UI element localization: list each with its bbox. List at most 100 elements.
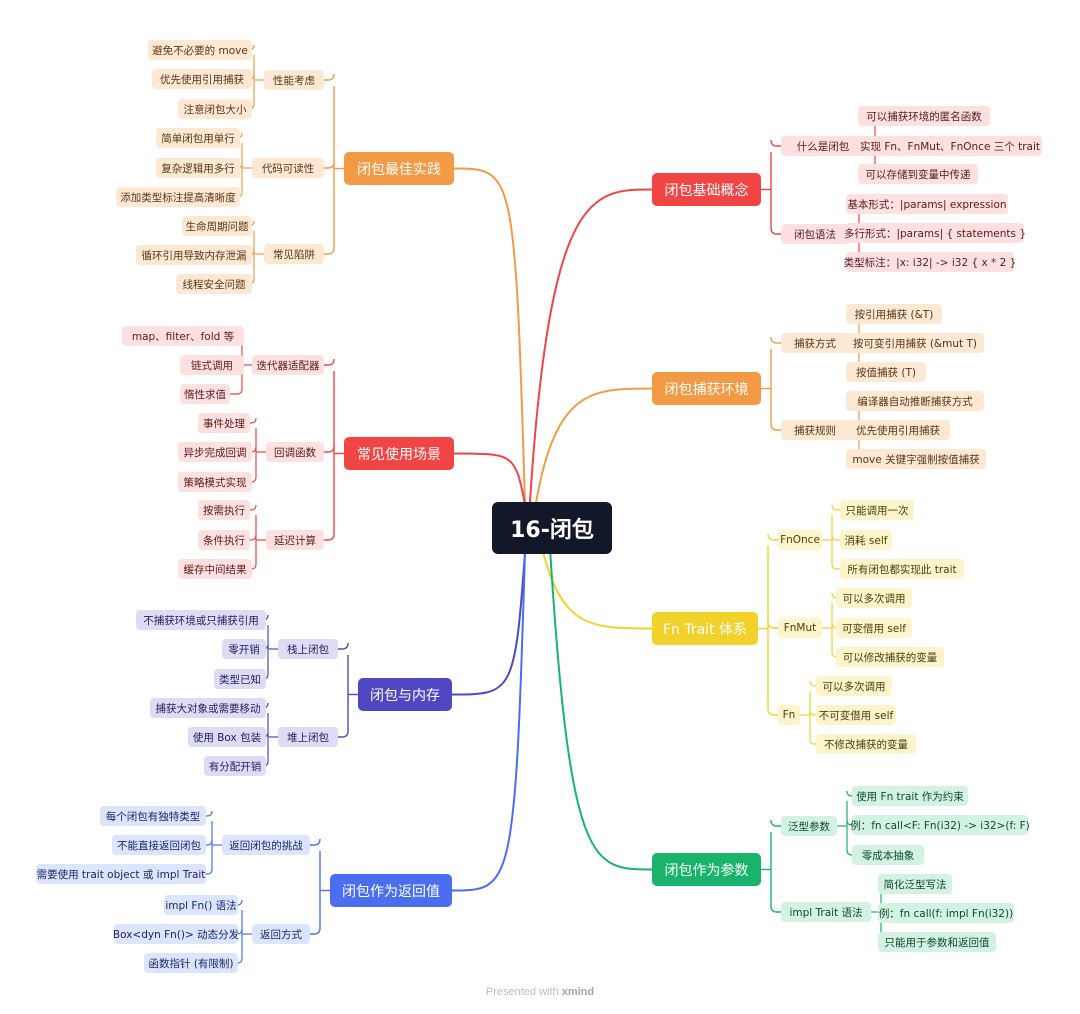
leaf-usage-1-0[interactable]: 事件处理 <box>198 413 250 433</box>
leaf-basic-0-0[interactable]: 可以捕获环境的匿名函数 <box>858 106 990 126</box>
sub-basic-0[interactable]: 什么是闭包 <box>781 136 865 156</box>
leaf-usage-1-2[interactable]: 策略模式实现 <box>178 472 252 492</box>
footer-prefix: Presented with <box>485 986 562 998</box>
leaf-fntrait-1-0[interactable]: 可以多次调用 <box>836 588 912 608</box>
leaf-best-0-2[interactable]: 注意闭包大小 <box>178 99 252 119</box>
sub-best-2[interactable]: 常见陷阱 <box>264 244 324 264</box>
branch-best[interactable]: 闭包最佳实践 <box>344 152 454 185</box>
leaf-usage-1-1[interactable]: 异步完成回调 <box>178 442 252 462</box>
leaf-ret-1-2[interactable]: 函数指针 (有限制) <box>144 953 238 973</box>
leaf-usage-0-1[interactable]: 链式调用 <box>180 355 244 375</box>
leaf-usage-2-0[interactable]: 按需执行 <box>198 500 250 520</box>
leaf-memory-1-2[interactable]: 有分配开销 <box>204 756 266 776</box>
connector <box>451 551 526 696</box>
sub-param-0[interactable]: 泛型参数 <box>781 816 837 836</box>
leaf-memory-0-2[interactable]: 类型已知 <box>214 669 266 689</box>
sub-param-1[interactable]: impl Trait 语法 <box>781 902 871 922</box>
sub-fntrait-0[interactable]: FnOnce <box>778 530 822 550</box>
sub-fntrait-1[interactable]: FnMut <box>778 618 822 638</box>
sub-capture-0[interactable]: 捕获方式 <box>781 333 849 353</box>
leaf-fntrait-2-2[interactable]: 不修改捕获的变量 <box>816 734 916 754</box>
sub-usage-0[interactable]: 迭代器适配器 <box>252 355 324 375</box>
sub-memory-1[interactable]: 堆上闭包 <box>278 727 338 747</box>
leaf-ret-1-1[interactable]: Box<dyn Fn()> 动态分发 <box>113 924 239 944</box>
leaf-usage-0-2[interactable]: 惰性求值 <box>180 384 230 404</box>
leaf-capture-1-0[interactable]: 编译器自动推断捕获方式 <box>846 391 984 411</box>
leaf-basic-1-1[interactable]: 多行形式：|params| { statements } <box>844 223 1026 243</box>
leaf-fntrait-1-2[interactable]: 可以修改捕获的变量 <box>836 647 944 667</box>
branch-param[interactable]: 闭包作为参数 <box>652 853 761 886</box>
leaf-param-0-1[interactable]: 例：fn call<F: Fn(i32) -> i32>(f: F) <box>850 815 1030 835</box>
leaf-fntrait-2-1[interactable]: 不可变借用 self <box>816 705 896 725</box>
branch-fntrait[interactable]: Fn Trait 体系 <box>652 612 758 645</box>
leaf-param-1-0[interactable]: 简化泛型写法 <box>878 874 952 894</box>
leaf-param-1-1[interactable]: 例：fn call(f: impl Fn(i32)) <box>878 903 1014 923</box>
leaf-param-0-2[interactable]: 零成本抽象 <box>852 845 924 865</box>
leaf-usage-2-2[interactable]: 缓存中间结果 <box>178 559 252 579</box>
connector <box>809 680 816 687</box>
connector <box>206 868 213 875</box>
connector <box>770 227 781 235</box>
connector <box>831 563 840 570</box>
leaf-basic-0-1[interactable]: 实现 Fn、FnMut、FnOnce 三个 trait <box>858 136 1042 156</box>
leaf-ret-1-0[interactable]: impl Fn() 语法 <box>164 895 238 915</box>
sub-basic-1[interactable]: 闭包语法 <box>781 224 849 244</box>
leaf-best-2-0[interactable]: 生命周期问题 <box>182 216 252 236</box>
branch-usage[interactable]: 常见使用场景 <box>344 437 454 470</box>
leaf-param-0-0[interactable]: 使用 Fn trait 作为约束 <box>852 786 968 806</box>
leaf-best-0-1[interactable]: 优先使用引用捕获 <box>152 69 252 89</box>
leaf-basic-0-2[interactable]: 可以存储到变量中传递 <box>858 164 978 184</box>
connector <box>767 533 778 541</box>
leaf-memory-0-0[interactable]: 不捕获环境或只捕获引用 <box>136 610 266 630</box>
leaf-ret-0-2[interactable]: 需要使用 trait object 或 impl Trait <box>36 864 206 884</box>
leaf-usage-2-1[interactable]: 条件执行 <box>198 530 250 550</box>
sub-usage-1[interactable]: 回调函数 <box>266 442 324 462</box>
connector <box>846 849 853 856</box>
leaf-fntrait-1-1[interactable]: 可变借用 self <box>836 618 912 638</box>
sub-capture-1[interactable]: 捕获规则 <box>781 420 849 440</box>
leaf-basic-1-2[interactable]: 类型标注：|x: i32| -> i32 { x * 2 } <box>844 252 1016 272</box>
connector <box>324 73 335 81</box>
connector <box>453 167 526 505</box>
leaf-basic-1-0[interactable]: 基本形式：|params| expression <box>846 194 1008 214</box>
connector <box>250 504 257 511</box>
leaf-fntrait-0-1[interactable]: 消耗 self <box>840 530 892 550</box>
center-topic[interactable]: 16-闭包 <box>492 502 612 554</box>
connector <box>549 551 653 871</box>
branch-ret[interactable]: 闭包作为返回值 <box>330 874 452 907</box>
connector <box>453 452 526 505</box>
leaf-ret-0-1[interactable]: 不能直接返回闭包 <box>112 835 206 855</box>
leaf-memory-1-1[interactable]: 使用 Box 包装 <box>188 727 266 747</box>
leaf-best-2-2[interactable]: 线程安全问题 <box>176 274 252 294</box>
sub-best-0[interactable]: 性能考虑 <box>264 70 324 90</box>
leaf-param-1-2[interactable]: 只能用于参数和返回值 <box>878 932 996 952</box>
leaf-capture-0-2[interactable]: 按值捕获 (T) <box>846 362 926 382</box>
sub-ret-1[interactable]: 返回方式 <box>252 924 310 944</box>
branch-basic[interactable]: 闭包基础概念 <box>652 173 761 206</box>
leaf-fntrait-0-0[interactable]: 只能调用一次 <box>840 500 914 520</box>
leaf-best-2-1[interactable]: 循环引用导致内存泄漏 <box>136 245 252 265</box>
sub-best-1[interactable]: 代码可读性 <box>252 158 324 178</box>
leaf-memory-1-0[interactable]: 捕获大对象或需要移动 <box>150 698 266 718</box>
leaf-memory-0-1[interactable]: 零开销 <box>222 639 266 659</box>
leaf-best-1-0[interactable]: 简单闭包用单行 <box>156 128 240 148</box>
leaf-capture-0-0[interactable]: 按引用捕获 (&T) <box>846 304 942 324</box>
leaf-ret-0-0[interactable]: 每个闭包有独特类型 <box>100 806 206 826</box>
connector <box>770 423 781 431</box>
leaf-capture-1-1[interactable]: 优先使用引用捕获 <box>846 420 950 440</box>
branch-capture[interactable]: 闭包捕获环境 <box>652 372 761 405</box>
connector <box>767 621 778 629</box>
leaf-usage-0-0[interactable]: map、filter、fold 等 <box>122 326 244 346</box>
leaf-best-1-2[interactable]: 添加类型标注提高清晰度 <box>116 187 240 207</box>
leaf-fntrait-2-0[interactable]: 可以多次调用 <box>816 676 892 696</box>
leaf-fntrait-0-2[interactable]: 所有闭包都实现此 trait <box>840 559 964 579</box>
leaf-best-1-1[interactable]: 复杂逻辑用多行 <box>156 158 240 178</box>
leaf-capture-1-2[interactable]: move 关键字强制按值捕获 <box>846 449 986 469</box>
branch-memory[interactable]: 闭包与内存 <box>358 678 452 711</box>
sub-memory-0[interactable]: 栈上闭包 <box>278 639 338 659</box>
sub-usage-2[interactable]: 延迟计算 <box>266 530 324 550</box>
leaf-capture-0-1[interactable]: 按可变引用捕获 (&mut T) <box>846 333 984 353</box>
sub-ret-0[interactable]: 返回闭包的挑战 <box>222 835 310 855</box>
leaf-best-0-0[interactable]: 避免不必要的 move <box>148 40 252 60</box>
sub-fntrait-2[interactable]: Fn <box>778 705 800 725</box>
